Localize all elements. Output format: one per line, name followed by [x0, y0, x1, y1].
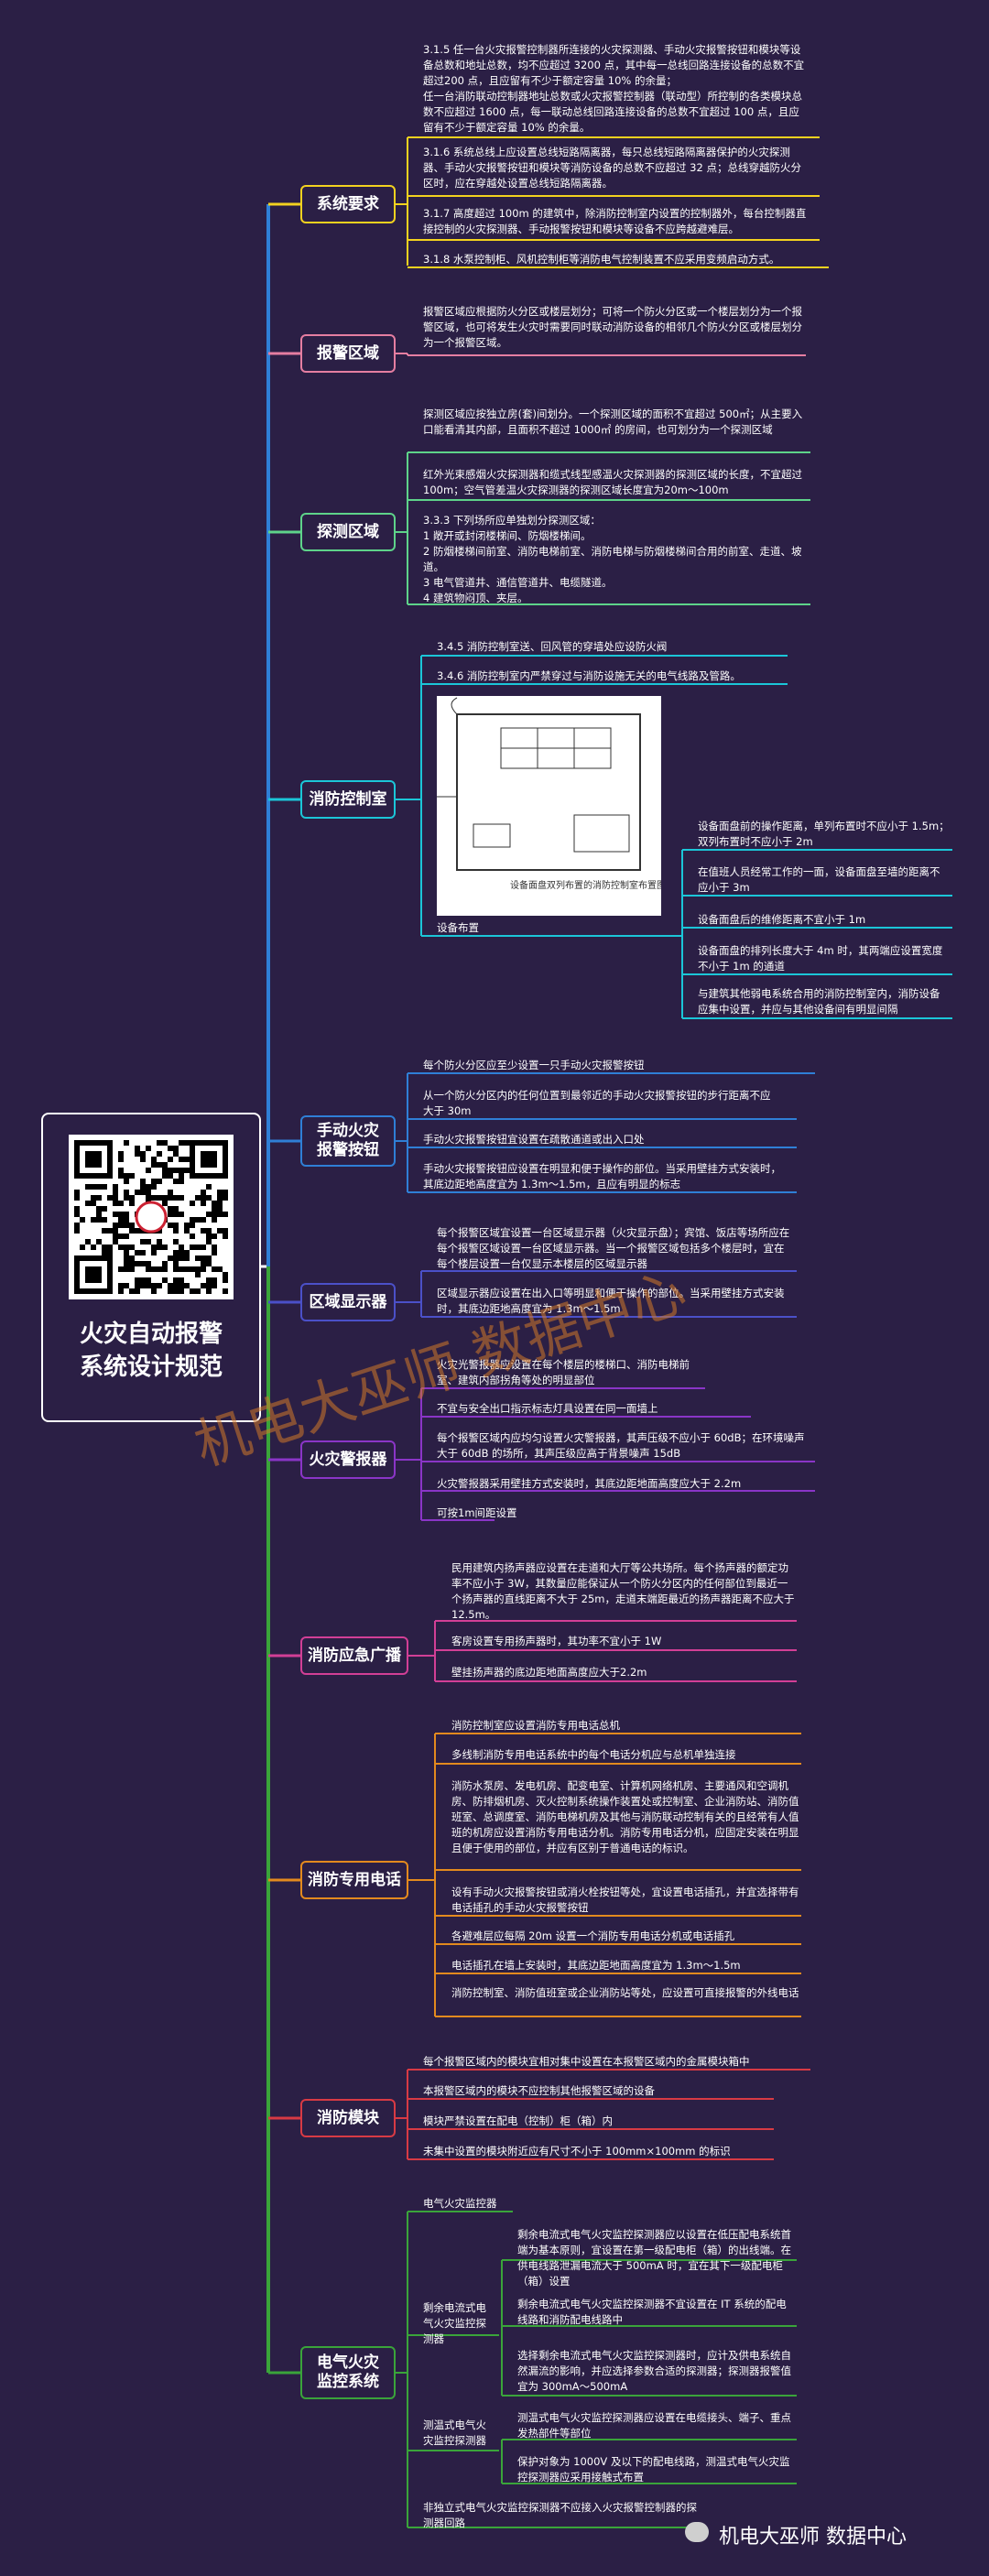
- leaf-alarm-1: 报警区域应根据防火分区或楼层划分；可将一个防火分区或一个楼层划分为一个报警区域，…: [423, 305, 802, 349]
- leaf-phone-6: 电话插孔在墙上安装时，其底边距地面高度宜为 1.3m～1.5m: [451, 1959, 741, 1972]
- leaf-ctrl-6: 设备面盘后的维修距离不宜小于 1m: [698, 913, 866, 926]
- leaf-module-2: 本报警区域内的模块不应控制其他报警区域的设备: [423, 2084, 655, 2097]
- leaf-elec-3: 剩余电流式电气火灾监控探测器应以设置在低压配电系统首端为基本原则，宜设置在第一级…: [517, 2228, 791, 2288]
- leaf-elec-1: 电气火灾监控器: [423, 2197, 497, 2210]
- leaf-siren-4: 火灾警报器采用壁挂方式安装时，其底边距地面高度应大于 2.2m: [437, 1477, 742, 1490]
- leaf-display-2: 区域显示器应设置在出入口等明显和便于操作的部位。当采用壁挂方式安装时，其底边距地…: [437, 1287, 785, 1315]
- leaf-siren-1: 火灾光警报器应设置在每个楼层的楼梯口、消防电梯前室、建筑内部拐角等处的明显部位: [437, 1358, 690, 1386]
- leaf-ctrl-1: 3.4.5 消防控制室送、回风管的穿墙处应设防火阀: [437, 640, 668, 653]
- qr-code-icon: [69, 1135, 234, 1299]
- topic-detection-zone[interactable]: 探测区域: [300, 513, 396, 551]
- brand-label: 机电大巫师 数据中心: [719, 2526, 907, 2549]
- leaf-broadcast-3: 壁挂扬声器的底边距地面高度应大于2.2m: [451, 1666, 647, 1679]
- topic-electrical-fire-monitoring[interactable]: 电气火灾监控系统: [300, 2346, 396, 2399]
- leaf-elec-2: 剩余电流式电气火灾监控探测器: [423, 2301, 486, 2345]
- leaf-phone-7: 消防控制室、消防值班室或企业消防站等处，应设置可直接报警的外线电话: [451, 1986, 799, 1999]
- figure-caption: 设备面盘双列布置的消防控制室布置图: [510, 879, 661, 891]
- topic-label: 系统要求: [317, 194, 379, 213]
- root-node: 火灾自动报警 系统设计规范: [41, 1113, 261, 1422]
- topic-fire-phone[interactable]: 消防专用电话: [300, 1861, 408, 1899]
- topic-fire-module[interactable]: 消防模块: [300, 2099, 396, 2137]
- leaf-sys-4: 3.1.8 水泵控制柜、风机控制柜等消防电气控制装置不应采用变频启动方式。: [423, 253, 780, 266]
- leaf-elec-6: 测温式电气火灾监控探测器: [423, 2418, 486, 2447]
- leaf-detect-2: 红外光束感烟火灾探测器和缆式线型感温火灾探测器的探测区域的长度，不宜超过 100…: [423, 468, 802, 496]
- leaf-ctrl-7: 设备面盘的排列长度大于 4m 时，其两端应设置宽度不小于 1m 的通道: [698, 944, 943, 973]
- topic-system-requirements[interactable]: 系统要求: [300, 185, 396, 223]
- leaf-sys-3: 3.1.7 高度超过 100m 的建筑中，除消防控制室内设置的控制器外，每台控制…: [423, 207, 807, 235]
- leaf-manual-3: 手动火灾报警按钮宜设置在疏散通道或出入口处: [423, 1133, 645, 1146]
- leaf-broadcast-2: 客房设置专用扬声器时，其功率不宜小于 1W: [451, 1635, 662, 1647]
- leaf-detect-3: 3.3.3 下列场所应单独划分探测区域：1 敞开或封闭楼梯间、防烟楼梯间。2 防…: [423, 514, 802, 604]
- leaf-display-1: 每个报警区域宜设置一台区域显示器（火灾显示盘）；宾馆、饭店等场所应在每个报警区域…: [437, 1226, 790, 1270]
- topic-fire-alarm-sounder[interactable]: 火灾警报器: [300, 1440, 396, 1479]
- leaf-ctrl-2: 3.4.6 消防控制室内严禁穿过与消防设施无关的电气线路及管路。: [437, 669, 741, 682]
- leaf-siren-3: 每个报警区域内应均匀设置火灾警报器，其声压级不应小于 60dB；在环境噪声大于 …: [437, 1431, 805, 1460]
- leaf-manual-2: 从一个防火分区内的任何位置到最邻近的手动火灾报警按钮的步行距离不应大于 30m: [423, 1089, 771, 1117]
- root-title-line1: 火灾自动报警: [79, 1321, 223, 1348]
- leaf-phone-4: 设有手动火灾报警按钮或消火栓按钮等处，宜设置电话插孔，并宜选择带有电话插孔的手动…: [451, 1886, 799, 1914]
- leaf-phone-3: 消防水泵房、发电机房、配变电室、计算机网络机房、主要通风和空调机房、防排烟机房、…: [451, 1779, 799, 1854]
- leaf-elec-4: 剩余电流式电气火灾监控探测器不宜设置在 IT 系统的配电线路和消防配电线路中: [517, 2298, 787, 2326]
- leaf-ctrl-8: 与建筑其他弱电系统合用的消防控制室内，消防设备应集中设置，并应与其他设备间有明显…: [698, 987, 940, 1016]
- leaf-sys-1: 3.1.5 任一台火灾报警控制器所连接的火灾探测器、手动火灾报警按钮和模块等设备…: [423, 43, 805, 134]
- topic-label: 电气火灾监控系统: [317, 2353, 379, 2391]
- leaf-ctrl-4: 设备面盘前的操作距离，单列布置时不应小于 1.5m；双列布置时不应小于 2m: [698, 820, 950, 848]
- leaf-siren-5: 可按1m间距设置: [437, 1506, 517, 1519]
- leaf-ctrl-3: 设备布置: [437, 921, 479, 934]
- leaf-ctrl-5: 在值班人员经常工作的一面，设备面盘至墙的距离不应小于 3m: [698, 865, 940, 894]
- leaf-module-4: 未集中设置的模块附近应有尺寸不小于 100mm×100mm 的标识: [423, 2145, 731, 2158]
- leaf-elec-5: 选择剩余电流式电气火灾监控探测器时，应计及供电系统自然漏流的影响，并应选择参数合…: [517, 2349, 791, 2393]
- topic-label: 探测区域: [317, 522, 379, 541]
- topic-label: 报警区域: [317, 343, 379, 363]
- topic-alarm-zone[interactable]: 报警区域: [300, 334, 396, 373]
- topic-label: 消防控制室: [309, 789, 387, 809]
- leaf-phone-1: 消防控制室应设置消防专用电话总机: [451, 1719, 620, 1732]
- root-title-line2: 系统设计规范: [79, 1353, 223, 1381]
- leaf-module-3: 模块严禁设置在配电（控制）柜（箱）内: [423, 2114, 613, 2127]
- leaf-elec-8: 保护对象为 1000V 及以下的配电线路，测温式电气火灾监控探测器应采用接触式布…: [517, 2455, 790, 2484]
- leaf-detect-1: 探测区域应按独立房(套)间划分。一个探测区域的面积不宜超过 500㎡；从主要入口…: [423, 408, 803, 436]
- topic-manual-alarm-button[interactable]: 手动火灾报警按钮: [300, 1115, 396, 1167]
- leaf-elec-9: 非独立式电气火灾监控探测器不应接入火灾报警控制器的探测器回路: [423, 2501, 697, 2529]
- leaf-sys-2: 3.1.6 系统总线上应设置总线短路隔离器，每只总线短路隔离器保护的火灾探测器、…: [423, 146, 801, 190]
- leaf-phone-5: 各避难层应每隔 20m 设置一个消防专用电话分机或电话插孔: [451, 1929, 735, 1942]
- topic-emergency-broadcast[interactable]: 消防应急广播: [300, 1636, 408, 1675]
- control-room-layout-figure: 设备面盘双列布置的消防控制室布置图: [437, 696, 666, 916]
- topic-label: 火灾警报器: [309, 1450, 387, 1469]
- topic-label: 区域显示器: [309, 1292, 387, 1311]
- root-title: 火灾自动报警 系统设计规范: [43, 1318, 259, 1384]
- topic-label: 消防模块: [317, 2108, 379, 2127]
- topic-control-room[interactable]: 消防控制室: [300, 780, 396, 819]
- leaf-phone-2: 多线制消防专用电话系统中的每个电话分机应与总机单独连接: [451, 1748, 736, 1761]
- topic-label: 手动火灾报警按钮: [317, 1122, 379, 1159]
- topic-label: 消防应急广播: [308, 1646, 401, 1665]
- leaf-manual-1: 每个防火分区应至少设置一只手动火灾报警按钮: [423, 1059, 645, 1071]
- topic-label: 消防专用电话: [308, 1870, 401, 1889]
- topic-zone-display[interactable]: 区域显示器: [300, 1283, 396, 1321]
- leaf-manual-4: 手动火灾报警按钮应设置在明显和便于操作的部位。当采用壁挂方式安装时，其底边距地高…: [423, 1162, 781, 1190]
- wechat-icon: [685, 2522, 709, 2542]
- leaf-siren-2: 不宜与安全出口指示标志灯具设置在同一面墙上: [437, 1402, 658, 1415]
- leaf-module-1: 每个报警区域内的模块宜相对集中设置在本报警区域内的金属模块箱中: [423, 2055, 750, 2068]
- leaf-broadcast-1: 民用建筑内扬声器应设置在走道和大厅等公共场所。每个扬声器的额定功率不应小于 3W…: [451, 1561, 795, 1621]
- leaf-elec-7: 测温式电气火灾监控探测器应设置在电缆接头、端子、重点发热部件等部位: [517, 2411, 791, 2440]
